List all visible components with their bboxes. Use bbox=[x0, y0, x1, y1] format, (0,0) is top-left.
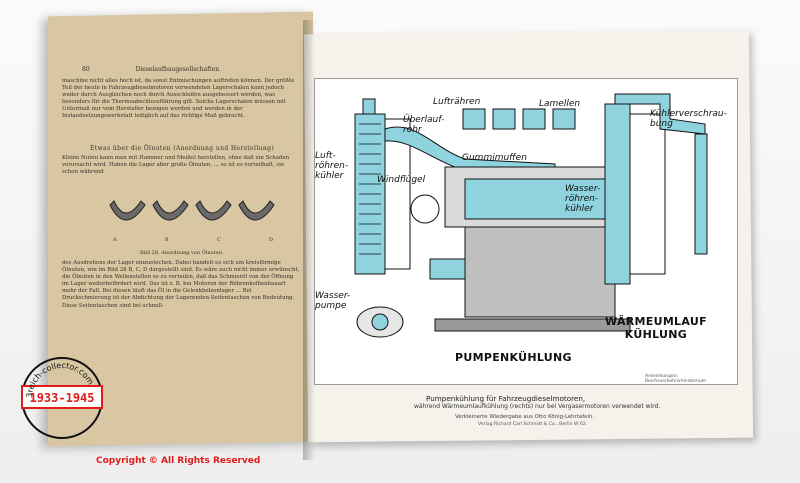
label-luftrohren: Lufträhren bbox=[433, 97, 481, 107]
left-radiator bbox=[354, 98, 386, 275]
letter-d: D bbox=[268, 237, 273, 243]
paragraph-3: des Ausdrehens der Lager einzustechen. D… bbox=[62, 260, 300, 309]
label-gummimuffen: Gummimuffen bbox=[462, 153, 527, 163]
corner-note: Anmerkungen: Reichsverkehrsministerium bbox=[645, 374, 707, 384]
plate-caption-sub: während Wärmeumlaufkühlung (rechts) nur … bbox=[414, 403, 661, 410]
stamp-years: 1933-1945 bbox=[29, 391, 94, 405]
cooling-diagram bbox=[354, 93, 708, 338]
paragraph-2: Kleine Nuten kann man mit Hammer und Mei… bbox=[62, 155, 290, 176]
label-ueberlaufrohr: Überlauf- rohr bbox=[403, 115, 445, 135]
label-lamellen: Lamellen bbox=[539, 99, 581, 109]
figure-letters: A B C D bbox=[113, 237, 273, 243]
bearing-shells-figure bbox=[109, 200, 275, 221]
fan-icon bbox=[410, 194, 440, 224]
bearing-shell-d bbox=[238, 200, 275, 221]
left-page-header: 80 Dieselaufbaugesellschaften bbox=[82, 66, 219, 73]
letter-c: C bbox=[216, 237, 221, 243]
figure-caption: Bild 28. Anordnung von Ölnuten. bbox=[140, 250, 224, 256]
label-wasserpumpe: Wasser- pumpe bbox=[315, 291, 351, 311]
bearing-shell-c bbox=[195, 200, 232, 221]
bearing-shell-a bbox=[109, 200, 146, 221]
plate-caption: Pumpenkühlung für Fahrzeugdieselmotoren, bbox=[426, 394, 586, 403]
paragraph-1: maschine nicht alles hoch ist, da sonst … bbox=[62, 78, 295, 120]
cooling-diagram-plate: Lufträhren Überlauf- rohr Lamellen Kühle… bbox=[314, 78, 738, 385]
label-luftrohrenkuehler: Luft- röhren- kühler bbox=[315, 151, 349, 181]
book-gutter-shadow bbox=[303, 20, 315, 460]
watermark-stamp: 1933-1945 3reich-collector.com bbox=[21, 357, 103, 439]
copyright-watermark: Copyright © All Rights Reserved bbox=[96, 456, 261, 466]
section-title: Etwas über die Ölnuten (Anordnung und He… bbox=[90, 145, 275, 152]
title-waermeumlaufkuehlung: WÄRMEUMLAUF KÜHLUNG bbox=[605, 315, 707, 341]
right-radiator bbox=[604, 93, 708, 285]
label-wasserrohrenkuehler: Wasser- röhren- kühler bbox=[565, 184, 601, 214]
lamellen-icons bbox=[462, 108, 576, 130]
title-pumpenkuehlung: PUMPENKÜHLUNG bbox=[455, 351, 572, 364]
label-windfluegel: Windflügel bbox=[377, 175, 426, 185]
running-head: Dieselaufbaugesellschaften bbox=[135, 66, 220, 73]
letter-b: B bbox=[164, 237, 169, 243]
letter-a: A bbox=[113, 237, 117, 243]
page-number: 80 bbox=[82, 66, 90, 73]
plate-caption-source: Verkleinerte Wiedergabe aus Otto König-L… bbox=[455, 414, 595, 420]
water-pump-icon bbox=[356, 306, 404, 338]
label-kuehlerverschraubung: Kühlerverschrau- bung bbox=[650, 109, 727, 129]
plate-caption-publisher: Verlag Richard Carl Schmidt & Co., Berli… bbox=[478, 422, 588, 427]
bearing-shell-b bbox=[152, 200, 189, 221]
